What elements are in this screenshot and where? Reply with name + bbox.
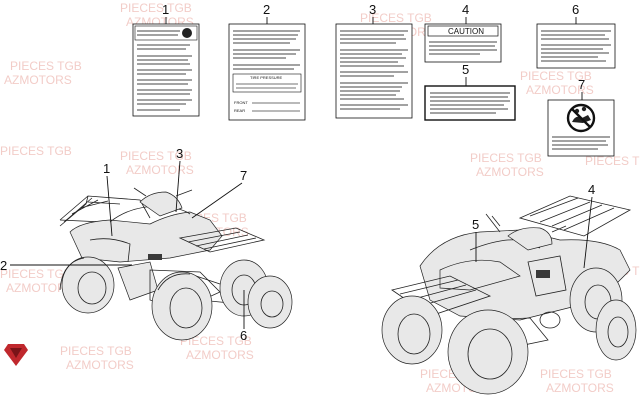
watermark-line1: PIECES TGB <box>10 59 82 73</box>
warning-label-4[interactable]: 4 CAUTION <box>424 2 502 63</box>
callout-4: 4 <box>588 182 595 197</box>
watermark-line1: PIECES TGB <box>60 344 132 358</box>
watermark-line1: PIECES TGB <box>540 367 612 381</box>
atv-right-illustration <box>381 195 637 395</box>
warning-label-1[interactable]: 1 <box>132 2 200 117</box>
callout-7: 7 <box>240 168 247 183</box>
watermark-line2: AZMOTORS <box>526 83 594 97</box>
brand-logo <box>4 344 28 366</box>
label-2-number: 2 <box>263 2 270 17</box>
watermark-line2: AZMOTORS <box>546 381 614 395</box>
watermark-line2: AZMOTORS <box>186 348 254 362</box>
watermark-line1: PIECES TGB <box>120 1 192 15</box>
watermark-line2: AZMOTORS <box>6 281 74 295</box>
label-5-number: 5 <box>462 62 469 77</box>
watermark-line1: PIECES TGB <box>585 154 640 168</box>
watermark-line1: PIECES TGB <box>120 149 192 163</box>
label-3-number: 3 <box>369 2 376 17</box>
callouts-right: 4 5 <box>472 182 595 269</box>
callouts-left: 1 2 3 6 7 <box>0 146 247 343</box>
warning-label-3[interactable]: 3 <box>335 2 413 119</box>
watermark-line2: AZMOTORS <box>66 358 134 372</box>
watermark-line1: PIECES TGB <box>360 11 432 25</box>
warning-label-2[interactable]: 2 TIRE PRESSURE FRONT REAR <box>228 2 306 121</box>
label-7-number: 7 <box>578 77 585 92</box>
label-4-number: 4 <box>462 2 469 17</box>
warning-label-6[interactable]: 6 <box>536 2 616 69</box>
watermark-line2: AZMOTORS <box>4 73 72 87</box>
caution-heading: CAUTION <box>448 27 484 36</box>
label-6-number: 6 <box>572 2 579 17</box>
warning-label-5[interactable]: 5 <box>424 62 516 121</box>
callout-1: 1 <box>103 161 110 176</box>
callout-6: 6 <box>240 328 247 343</box>
atv-left-illustration <box>59 187 293 341</box>
watermark-line1: PIECES TGB <box>0 144 72 158</box>
watermark-line2: AZMOTORS <box>126 163 194 177</box>
tire-rear-caption: REAR <box>234 108 245 113</box>
callout-2: 2 <box>0 258 7 273</box>
watermark-line1: PIECES TGB <box>470 151 542 165</box>
tire-front-caption: FRONT <box>234 100 248 105</box>
no-passenger-icon <box>566 103 596 133</box>
watermark-line1: PIECES TGB <box>180 334 252 348</box>
watermark-line1: PIECES TGB <box>520 69 592 83</box>
label-1-number: 1 <box>162 2 169 17</box>
callout-3: 3 <box>176 146 183 161</box>
watermark-line1: PIECES TGB <box>0 267 72 281</box>
warning-label-7[interactable]: 7 <box>547 77 615 157</box>
watermark-line2: AZMOTORS <box>476 165 544 179</box>
tire-pressure-title: TIRE PRESSURE <box>250 75 283 80</box>
callout-5: 5 <box>472 217 479 232</box>
